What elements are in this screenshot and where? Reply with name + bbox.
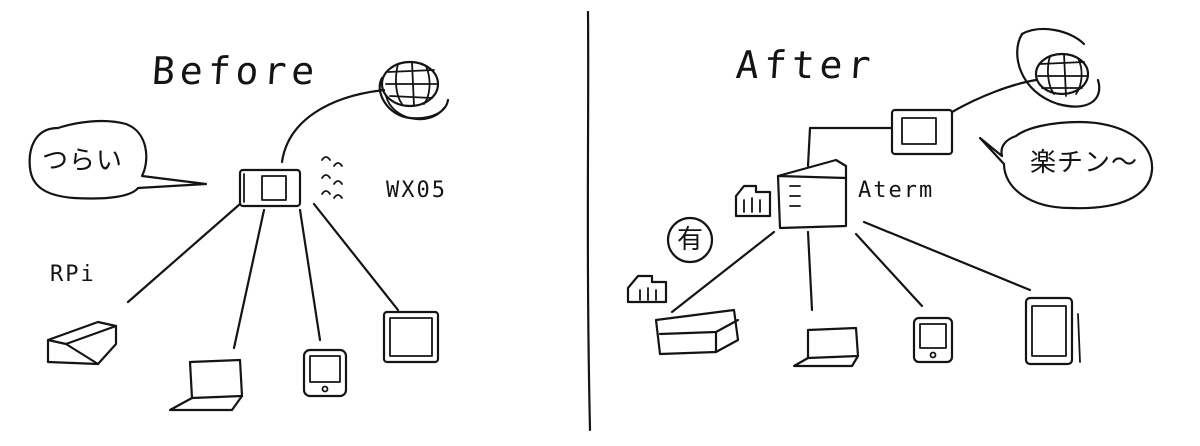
after-line-laptop [806,230,814,312]
before-internet-globe-icon [378,60,450,121]
before-line-tablet [312,202,400,312]
before-panel [28,60,450,412]
before-uplink-line [280,88,386,164]
after-laptop-icon [792,326,860,368]
after-server-icon [654,308,740,356]
panel-divider [586,10,592,432]
before-wifi-signal-icon [321,156,343,199]
after-line-phone [854,232,924,308]
after-wired-mark-text: 有 [677,225,705,255]
before-speech-bubble [28,119,208,200]
before-server-icon [46,320,118,366]
after-router-label: Aterm [858,178,935,203]
after-wired-switch-icon [626,274,668,304]
before-line-laptop [232,208,266,350]
before-router-label: WX05 [386,178,447,203]
after-modem-icon [890,108,954,156]
after-speech-text: 楽チン〜 [1030,148,1139,178]
after-line-tablet [862,220,1032,292]
before-phone-icon [302,348,348,398]
after-tablet-icon [1024,296,1081,366]
before-line-phone [298,208,322,342]
after-panel [626,27,1154,368]
after-uplink-line [950,78,1038,114]
after-internet-globe-icon [1016,27,1101,108]
after-router-icon [776,158,848,230]
after-modem-router-line [806,126,894,168]
before-line-server [126,202,242,304]
after-line-server [670,230,776,314]
before-tablet-icon [382,310,440,364]
after-phone-icon [912,316,954,364]
before-laptop-icon [168,358,244,412]
before-router-icon [238,168,302,208]
after-speech-bubble [978,120,1154,210]
before-title: Before [150,49,321,93]
after-wired-badge [666,216,714,264]
after-access-point-icon [734,184,772,218]
before-server-label: RPi [50,262,96,287]
after-title: After [734,43,877,87]
before-speech-text: つらい [42,146,124,176]
